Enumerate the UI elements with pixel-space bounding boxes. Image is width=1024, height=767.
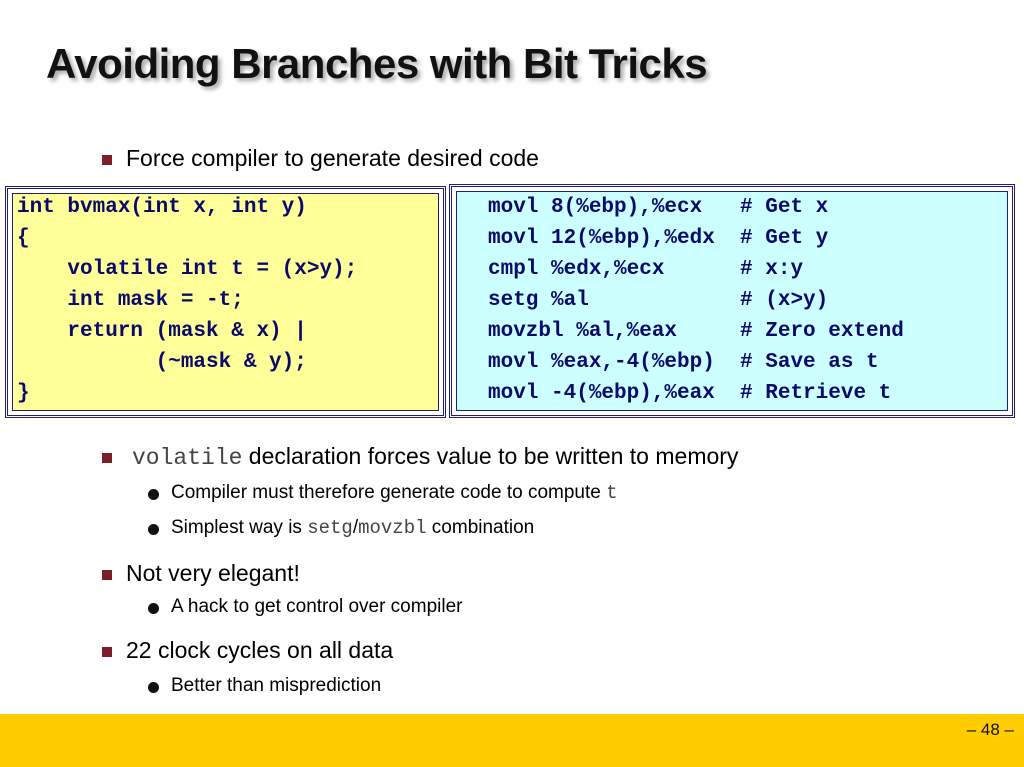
c-code-line: } bbox=[17, 382, 30, 405]
bullet-dot-icon bbox=[148, 603, 159, 614]
c-code-box bbox=[5, 186, 446, 418]
bullet-square-icon bbox=[102, 570, 112, 580]
slash-separator: / bbox=[352, 517, 359, 538]
c-code-line: volatile int t = (x>y); bbox=[17, 258, 358, 281]
c-code-line: return (mask & x) | bbox=[17, 320, 307, 343]
c-code-line: int bvmax(int x, int y) bbox=[17, 196, 307, 219]
slide-title: Avoiding Branches with Bit Tricks bbox=[46, 40, 708, 87]
c-code-line: (~mask & y); bbox=[17, 351, 307, 374]
sub-bullet-compute-t: Compiler must therefore generate code to… bbox=[171, 482, 618, 504]
asm-code-box-inner bbox=[456, 191, 1008, 411]
bullet-dot-icon bbox=[148, 489, 159, 500]
movzbl-keyword: movzbl bbox=[358, 517, 427, 539]
setg-keyword: setg bbox=[307, 517, 353, 539]
bullet-square-icon bbox=[102, 453, 112, 463]
page-number: – 48 – bbox=[966, 720, 1014, 739]
asm-code-line: movl %eax,-4(%ebp) # Save as t bbox=[488, 351, 879, 374]
footer-bar: – 48 – bbox=[0, 714, 1024, 767]
c-code-box-inner bbox=[12, 193, 439, 411]
sub-bullet-simplest-prefix: Simplest way is bbox=[171, 517, 308, 538]
bullet-square-icon bbox=[102, 647, 112, 657]
volatile-keyword: volatile bbox=[132, 445, 243, 471]
asm-code-line: movl 12(%ebp),%edx # Get y bbox=[488, 227, 829, 250]
sub-bullet-compute-t-text: Compiler must therefore generate code to… bbox=[171, 482, 607, 503]
bullet-force-compiler: Force compiler to generate desired code bbox=[126, 145, 539, 171]
bullet-volatile-text: declaration forces value to be written t… bbox=[242, 443, 739, 469]
bullet-clock-cycles: 22 clock cycles on all data bbox=[126, 637, 394, 663]
sub-bullet-simplest-suffix: combination bbox=[426, 517, 535, 538]
bullet-dot-icon bbox=[148, 682, 159, 693]
sub-bullet-simplest-way: Simplest way is setg/movzbl combination bbox=[171, 517, 534, 539]
bullet-square-icon bbox=[102, 155, 112, 165]
bullet-dot-icon bbox=[148, 524, 159, 535]
c-code-line: int mask = -t; bbox=[17, 289, 244, 312]
bullet-not-elegant: Not very elegant! bbox=[126, 560, 300, 586]
asm-code-line: setg %al # (x>y) bbox=[488, 289, 829, 312]
asm-code-box bbox=[449, 184, 1015, 418]
asm-code-line: movl -4(%ebp),%eax # Retrieve t bbox=[488, 382, 892, 405]
variable-t: t bbox=[606, 482, 618, 504]
asm-code-line: movzbl %al,%eax # Zero extend bbox=[488, 320, 904, 343]
asm-code-line: movl 8(%ebp),%ecx # Get x bbox=[488, 196, 829, 219]
c-code-line: { bbox=[17, 227, 30, 250]
sub-bullet-misprediction: Better than misprediction bbox=[171, 675, 382, 696]
sub-bullet-hack: A hack to get control over compiler bbox=[171, 596, 463, 617]
asm-code-line: cmpl %edx,%ecx # x:y bbox=[488, 258, 804, 281]
bullet-volatile: volatile declaration forces value to be … bbox=[132, 443, 738, 471]
